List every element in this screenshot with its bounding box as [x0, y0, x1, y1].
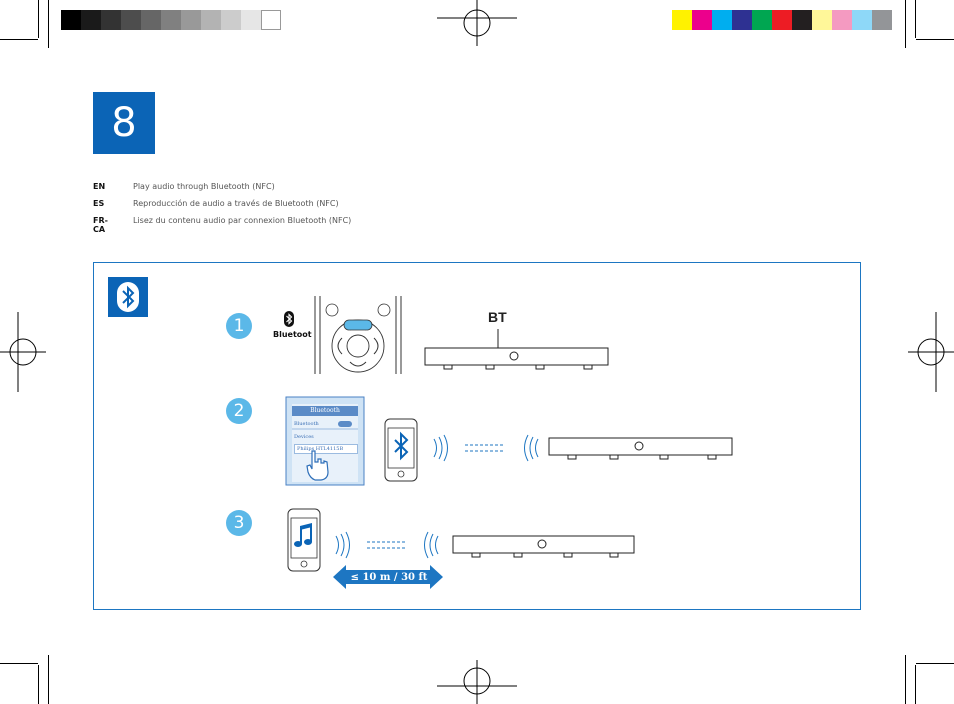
bluetooth-icon — [117, 282, 139, 312]
bluetooth-icon — [394, 431, 409, 461]
bluetooth-badge — [108, 277, 148, 317]
remote-bluetooth-label: Bluetoot — [273, 330, 312, 339]
device-bt-label: BT — [488, 309, 507, 325]
device-list-item[interactable]: Philips HTL4115B — [294, 444, 359, 454]
music-note-icon — [294, 523, 312, 547]
step-number-box: 8 — [93, 92, 155, 154]
soundbar-step-2 — [548, 437, 733, 460]
step-2-circle: 2 — [226, 398, 252, 424]
lang-code: EN — [93, 182, 106, 191]
soundbar-step-3 — [452, 535, 635, 558]
step-1-circle: 1 — [226, 313, 252, 339]
hand-pointer-icon — [306, 450, 329, 481]
remote-control-illustration — [314, 296, 402, 374]
phone-music — [287, 508, 321, 572]
distance-arrow — [333, 565, 443, 589]
soundbar-step-1 — [424, 329, 609, 370]
lang-code: ES — [93, 199, 105, 208]
lang-text: Reproducción de audio a través de Blueto… — [133, 199, 339, 208]
bluetooth-toggle[interactable] — [338, 421, 352, 427]
phone-bluetooth — [384, 418, 418, 482]
distance-label: ≤ 10 m / 30 ft — [350, 572, 428, 583]
lang-text: Lisez du contenu audio par connexion Blu… — [133, 216, 352, 225]
bluetooth-toggle-label: Bluetooth — [294, 421, 319, 427]
devices-heading: Devices — [294, 434, 314, 440]
wireless-signal-step-2 — [433, 434, 539, 462]
lang-text: Play audio through Bluetooth (NFC) — [133, 182, 275, 191]
settings-screen-title: Bluetooth — [292, 406, 358, 416]
lang-code: FR-CA — [93, 216, 108, 234]
bluetooth-symbol-icon — [284, 311, 294, 327]
illustration-panel — [93, 262, 861, 610]
step-3-circle: 3 — [226, 510, 252, 536]
wireless-signal-step-3 — [335, 531, 439, 559]
